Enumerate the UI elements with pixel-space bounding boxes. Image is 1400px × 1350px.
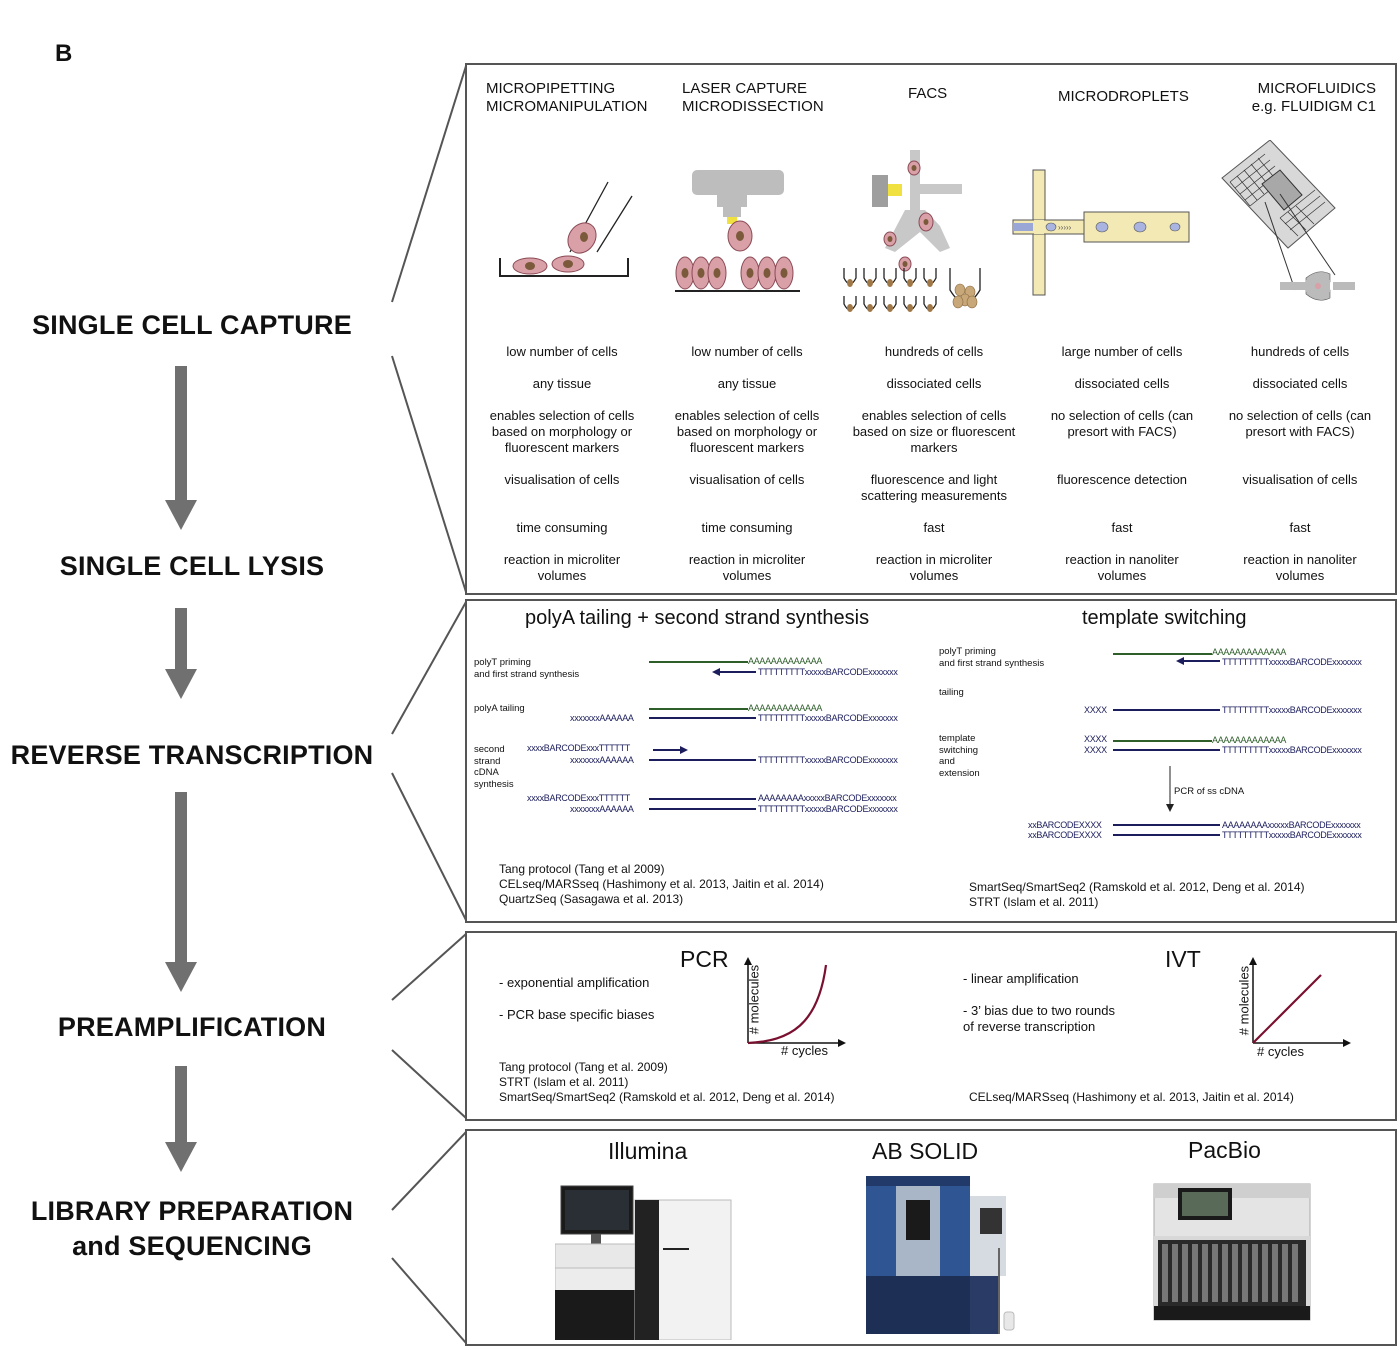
pcr-xlabel: # cycles bbox=[781, 1043, 828, 1058]
pcr-title: PCR bbox=[680, 946, 729, 972]
rt-right-title: template switching bbox=[1082, 607, 1247, 629]
rt-left-label-polya: polyA tailing bbox=[474, 703, 525, 714]
flow-arrow-2 bbox=[175, 608, 187, 670]
rt-left-seq-xa-4: xxxxxxxAAAAAA bbox=[570, 804, 634, 814]
pcr-point-2: - PCR base specific biases bbox=[499, 1007, 655, 1022]
rt-left-seq-barcode-4: TTTTTTTTTxxxxxBARCODExxxxxxx bbox=[758, 804, 898, 814]
rt-right-seq-xxbarcode-4b: xxBARCODEXXXX bbox=[1028, 830, 1102, 840]
ivt-linear-line bbox=[1252, 974, 1322, 1044]
rt-left-seq-barcode-3: TTTTTTTTTxxxxxBARCODExxxxxxx bbox=[758, 755, 898, 765]
step-reverse-transcription: REVERSE TRANSCRIPTION bbox=[10, 740, 374, 770]
capture-panel bbox=[465, 63, 1397, 595]
rt-right-label-tailing: tailing bbox=[939, 687, 964, 698]
ivt-point-1: - linear amplification bbox=[963, 971, 1079, 986]
rt-strands bbox=[649, 653, 1220, 836]
rt-right-seq-barcode-3: TTTTTTTTTxxxxxBARCODExxxxxxx bbox=[1222, 745, 1362, 755]
preamp-panel bbox=[465, 931, 1397, 1121]
rt-right-seq-barcode-1: TTTTTTTTTxxxxxBARCODExxxxxxx bbox=[1222, 657, 1362, 667]
ivt-line-chart bbox=[1249, 957, 1351, 1047]
rt-right-seq-xxbarcode-4a: xxBARCODEXXXX bbox=[1028, 820, 1102, 830]
rt-left-seq-polya-1: AAAAAAAAAAAAA bbox=[748, 656, 823, 666]
facs-illustration bbox=[843, 150, 981, 312]
rt-right-seq-polya-1: AAAAAAAAAAAAA bbox=[1212, 647, 1287, 657]
rt-right-seq-ax-4: AAAAAAAAxxxxxBARCODExxxxxxx bbox=[1222, 820, 1361, 830]
ivt-xlabel: # cycles bbox=[1257, 1044, 1304, 1059]
rt-left-seq-xa-2: xxxxxxxAAAAAA bbox=[570, 713, 634, 723]
rt-right-seq-xxxx-2: XXXX bbox=[1084, 705, 1107, 715]
rt-right-seq-barcode-2: TTTTTTTTTxxxxxBARCODExxxxxxx bbox=[1222, 705, 1362, 715]
step-library-preparation: LIBRARY PREPARATION bbox=[30, 1196, 354, 1226]
seq-panel bbox=[465, 1129, 1397, 1346]
figure-letter: B bbox=[55, 40, 73, 67]
ivt-ylabel: # molecules bbox=[1236, 965, 1252, 1036]
rt-left-seq-barcode-2: TTTTTTTTTxxxxxBARCODExxxxxxx bbox=[758, 713, 898, 723]
rt-left-seq-xa-3: xxxxxxxAAAAAA bbox=[570, 755, 634, 765]
rt-right-seq-barcode-4: TTTTTTTTTxxxxxBARCODExxxxxxx bbox=[1222, 830, 1362, 840]
ivt-title: IVT bbox=[1165, 946, 1201, 972]
rt-left-seq-barcodeleft-3: xxxxBARCODExxxTTTTTT bbox=[527, 743, 630, 753]
pcr-curve-chart bbox=[744, 957, 846, 1047]
microfluidic-chip-illustration bbox=[1221, 140, 1355, 301]
capture-title-microdroplets: MICRODROPLETS bbox=[1058, 88, 1189, 105]
rt-left-seq-barcodeleft-4: xxxxBARCODExxxTTTTTT bbox=[527, 793, 630, 803]
pcr-references: Tang protocol (Tang et al. 2009)STRT (Is… bbox=[499, 1060, 835, 1104]
platform-illumina-label: Illumina bbox=[608, 1138, 688, 1164]
rt-right-label-pcr: PCR of ss cDNA bbox=[1174, 786, 1245, 797]
step-preamplification: PREAMPLIFICATION bbox=[57, 1012, 327, 1042]
flow-arrow-4 bbox=[175, 1066, 187, 1144]
capture-illustrations: ››››› bbox=[499, 140, 1355, 312]
ivt-references: CELseq/MARSseq (Hashimony et al. 2013, J… bbox=[969, 1090, 1294, 1104]
platform-absolid-label: AB SOLID bbox=[872, 1138, 979, 1164]
laser-capture-illustration bbox=[675, 170, 800, 292]
rt-left-seq-barcode-1: TTTTTTTTTxxxxxBARCODExxxxxxx bbox=[758, 667, 898, 677]
rt-left-references: Tang protocol (Tang et al 2009)CELseq/MA… bbox=[499, 862, 824, 906]
step-single-cell-capture: SINGLE CELL CAPTURE bbox=[32, 310, 352, 340]
flow-arrow-3 bbox=[175, 792, 187, 964]
step-and-sequencing: and SEQUENCING bbox=[72, 1231, 312, 1261]
pacbio-machine-image bbox=[1153, 1183, 1311, 1321]
pcr-point-1: - exponential amplification bbox=[499, 975, 650, 990]
rt-left-title: polyA tailing + second strand synthesis bbox=[525, 607, 870, 629]
rt-right-seq-xxxx-3b: XXXX bbox=[1084, 745, 1107, 755]
pcr-ylabel: # molecules bbox=[746, 964, 762, 1035]
rt-right-seq-xxxx-3a: XXXX bbox=[1084, 734, 1107, 744]
pcr-exponential-curve bbox=[747, 964, 828, 1045]
microdroplet-chip-illustration: ››››› bbox=[1012, 169, 1190, 296]
rt-panel bbox=[465, 599, 1397, 923]
svg-text:›››››: ››››› bbox=[1058, 223, 1072, 232]
illumina-machine-image bbox=[555, 1185, 732, 1340]
capture-title-facs: FACS bbox=[908, 85, 948, 102]
platform-pacbio-label: PacBio bbox=[1188, 1137, 1261, 1163]
rt-left-seq-ax-4: AAAAAAAAxxxxxBARCODExxxxxxx bbox=[758, 793, 897, 803]
rt-right-references: SmartSeq/SmartSeq2 (Ramskold et al. 2012… bbox=[969, 880, 1305, 909]
flow-arrow-1 bbox=[175, 366, 187, 501]
rt-right-seq-polya-3: AAAAAAAAAAAAA bbox=[1212, 735, 1287, 745]
step-single-cell-lysis: SINGLE CELL LYSIS bbox=[59, 551, 325, 581]
micropipette-illustration bbox=[499, 181, 633, 277]
rt-left-seq-polya-2: AAAAAAAAAAAAA bbox=[748, 703, 823, 713]
absolid-machine-image bbox=[866, 1176, 1015, 1334]
